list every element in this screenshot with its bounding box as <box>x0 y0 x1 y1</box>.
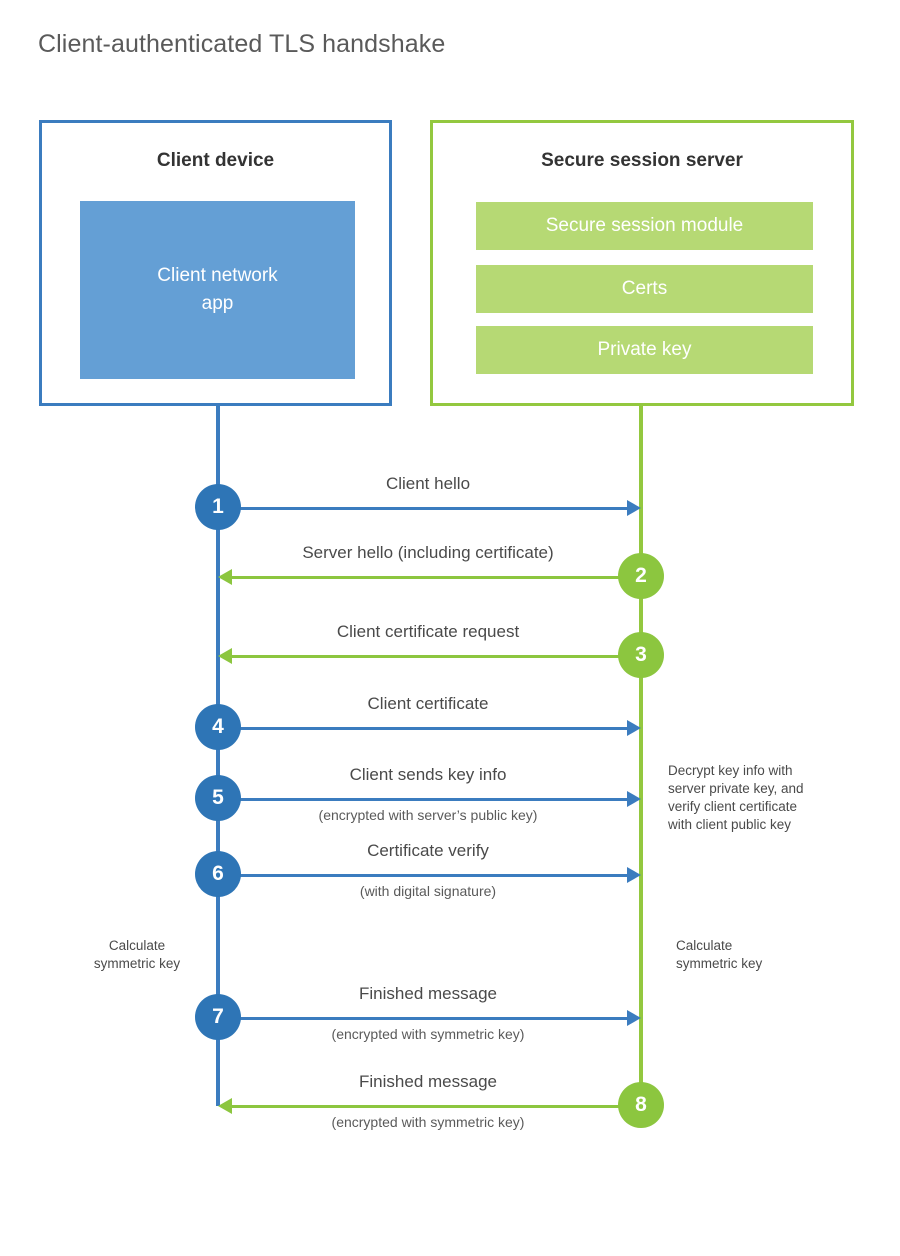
arrow-head-right-icon <box>627 867 641 883</box>
arrow-line-step-1 <box>218 507 629 510</box>
client-device-title: Client device <box>156 150 275 171</box>
message-label-step-8: Finished message <box>359 1072 497 1091</box>
note-calculate-symmetric-key-client: Calculate symmetric key <box>93 938 181 971</box>
message-label-step-5: Client sends key info <box>349 765 507 784</box>
arrow-head-left-icon <box>218 569 232 585</box>
arrow-line-step-8 <box>230 1105 641 1108</box>
arrow-line-step-6 <box>218 874 629 877</box>
step-badge-1[interactable]: 1 <box>195 484 241 530</box>
message-sublabel-step-8: (encrypted with symmetric key) <box>331 1114 525 1130</box>
arrow-head-left-icon <box>218 648 232 664</box>
secure-session-server-box: Secure session server Secure session mod… <box>430 120 854 406</box>
arrow-line-step-3 <box>230 655 641 658</box>
page-title: Client-authenticated TLS handshake <box>38 30 446 58</box>
server-component-certs: Certs <box>476 265 813 313</box>
message-label-step-6: Certificate verify <box>367 841 489 860</box>
arrow-head-right-icon <box>627 791 641 807</box>
message-sublabel-step-7: (encrypted with symmetric key) <box>331 1026 525 1042</box>
server-lifeline <box>639 406 643 1106</box>
step-badge-5[interactable]: 5 <box>195 775 241 821</box>
client-lifeline <box>216 406 220 1106</box>
arrow-head-right-icon <box>627 1010 641 1026</box>
note-calculate-symmetric-key-server: Calculate symmetric key <box>676 938 763 971</box>
step-badge-8[interactable]: 8 <box>618 1082 664 1128</box>
arrow-line-step-4 <box>218 727 629 730</box>
arrow-head-right-icon <box>627 720 641 736</box>
message-label-step-2: Server hello (including certificate) <box>302 543 554 562</box>
step-badge-2[interactable]: 2 <box>618 553 664 599</box>
note-decrypt-key-info: Decrypt key info with server private key… <box>668 763 804 832</box>
message-sublabel-step-5: (encrypted with server’s public key) <box>318 807 538 823</box>
arrow-line-step-5 <box>218 798 629 801</box>
step-badge-6[interactable]: 6 <box>195 851 241 897</box>
secure-session-server-title: Secure session server <box>541 150 743 171</box>
client-network-app-block: Client network app <box>80 201 355 379</box>
server-component-secure-session-module: Secure session module <box>476 202 813 250</box>
message-sublabel-step-6: (with digital signature) <box>359 883 497 899</box>
server-component-private-key: Private key <box>476 326 813 374</box>
step-badge-4[interactable]: 4 <box>195 704 241 750</box>
arrow-head-right-icon <box>627 500 641 516</box>
step-badge-7[interactable]: 7 <box>195 994 241 1040</box>
message-label-step-3: Client certificate request <box>336 622 520 641</box>
message-label-step-1: Client hello <box>385 474 471 493</box>
message-label-step-7: Finished message <box>359 984 497 1003</box>
message-label-step-4: Client certificate <box>367 694 489 713</box>
step-badge-3[interactable]: 3 <box>618 632 664 678</box>
arrow-line-step-2 <box>230 576 641 579</box>
arrow-head-left-icon <box>218 1098 232 1114</box>
client-device-box: Client device Client network app <box>39 120 392 406</box>
arrow-line-step-7 <box>218 1017 629 1020</box>
